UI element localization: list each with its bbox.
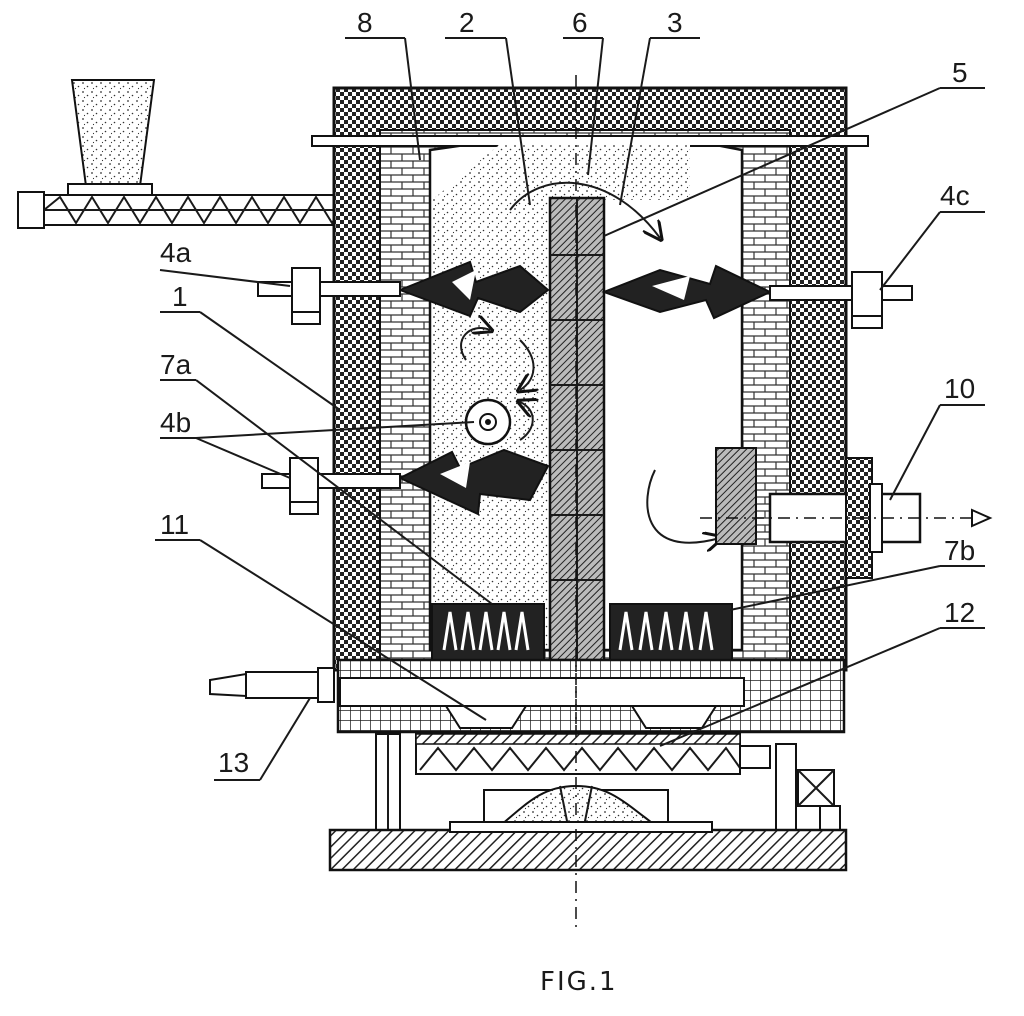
leader-lines (155, 37, 985, 781)
label-3: 3 (667, 7, 683, 38)
label-12: 12 (944, 597, 975, 628)
rotor (464, 398, 512, 446)
label-6: 6 (572, 7, 588, 38)
feed-hopper (67, 79, 156, 197)
grate-7a (431, 603, 545, 661)
burner-4b (261, 457, 401, 515)
label-4a: 4a (160, 237, 192, 268)
ash-channel (336, 658, 846, 735)
label-7a: 7a (160, 349, 192, 380)
label-1: 1 (172, 281, 188, 312)
inlet-pipe-13 (209, 667, 335, 703)
base-plate (328, 828, 848, 872)
label-8: 8 (357, 7, 373, 38)
burner-flame-4a (397, 260, 550, 318)
grate-7b (609, 603, 733, 661)
label-2: 2 (459, 7, 475, 38)
burner-flame-4c (601, 264, 773, 320)
label-5: 5 (952, 57, 968, 88)
flow-arrows (460, 181, 720, 543)
label-7b: 7b (944, 535, 975, 566)
ash-pile (483, 784, 669, 827)
label-4c: 4c (940, 180, 970, 211)
discharge-screw (415, 733, 771, 775)
label-10: 10 (944, 373, 975, 404)
figure-caption: FIG.1 (540, 967, 618, 997)
label-4b: 4b (160, 407, 191, 438)
burner-4c (769, 271, 913, 329)
label-11: 11 (160, 509, 189, 540)
flue-outlet (700, 447, 993, 579)
burner-flame-4b (397, 448, 550, 516)
reference-labels: 8 2 6 3 5 4a 4c 1 7a 4b 10 11 7b 12 13 (160, 7, 975, 778)
label-13: 13 (218, 747, 249, 778)
